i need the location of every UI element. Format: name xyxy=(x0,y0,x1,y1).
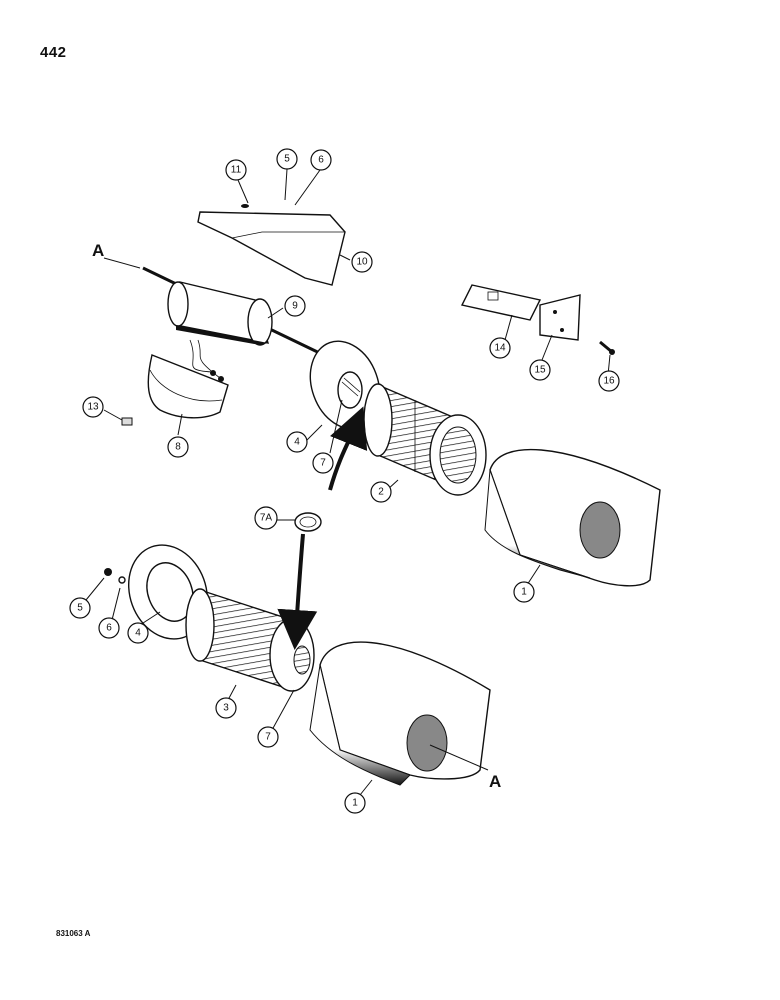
svg-text:15: 15 xyxy=(534,365,546,376)
upper-blower-wheel xyxy=(363,383,487,496)
lower-screw-washer xyxy=(104,568,126,584)
callout-14: 14 xyxy=(489,337,511,359)
lower-blower-housing xyxy=(309,641,491,786)
callout-8: 8 xyxy=(167,436,189,458)
view-marker-top: A xyxy=(92,241,141,269)
svg-text:11: 11 xyxy=(231,165,242,176)
svg-text:A: A xyxy=(489,772,501,791)
svg-text:13: 13 xyxy=(87,402,99,413)
side-bracket xyxy=(539,294,581,341)
callout-2: 2 xyxy=(370,481,392,503)
svg-text:6: 6 xyxy=(106,623,112,634)
svg-text:7: 7 xyxy=(320,458,326,469)
svg-text:1: 1 xyxy=(521,587,527,598)
callout-13: 13 xyxy=(82,396,104,418)
figure-code: 831063 A xyxy=(56,929,91,938)
callout-5-upper: 5 xyxy=(276,148,298,170)
page-number: 442 xyxy=(40,44,67,61)
svg-text:5: 5 xyxy=(284,154,290,165)
svg-text:14: 14 xyxy=(494,343,506,354)
bracket-screw xyxy=(599,340,615,355)
callout-11: 11 xyxy=(225,159,247,181)
mounting-bracket xyxy=(197,204,346,286)
svg-text:2: 2 xyxy=(378,487,384,498)
lower-blower-wheel xyxy=(185,588,315,692)
view-marker-bottom: A xyxy=(429,744,501,791)
svg-text:8: 8 xyxy=(175,442,181,453)
svg-text:A: A xyxy=(92,241,104,260)
callout-4-lower: 4 xyxy=(127,622,149,644)
svg-text:6: 6 xyxy=(318,155,324,166)
callout-6-lower: 6 xyxy=(98,617,120,639)
svg-text:7A: 7A xyxy=(260,513,273,524)
callout-1-lower: 1 xyxy=(344,792,366,814)
assembly-arrow-upper xyxy=(328,406,368,491)
motor-strap xyxy=(147,354,229,419)
callout-15: 15 xyxy=(529,359,551,381)
svg-text:9: 9 xyxy=(292,301,298,312)
callout-4-upper: 4 xyxy=(286,431,308,453)
callout-5-lower: 5 xyxy=(69,597,91,619)
resistor-plate xyxy=(460,284,542,321)
svg-text:5: 5 xyxy=(77,603,83,614)
svg-text:16: 16 xyxy=(603,376,615,387)
callout-7-upper: 7 xyxy=(312,452,334,474)
callout-1-upper: 1 xyxy=(513,581,535,603)
svg-text:10: 10 xyxy=(356,257,368,268)
assembly-arrow-lower xyxy=(277,533,318,650)
svg-text:1: 1 xyxy=(352,798,358,809)
callout-3: 3 xyxy=(215,697,237,719)
wheel-clamp xyxy=(294,512,322,532)
blower-motor xyxy=(142,266,331,382)
grommet xyxy=(121,417,133,426)
svg-text:4: 4 xyxy=(135,628,141,639)
callout-7A: 7A xyxy=(254,506,278,530)
svg-text:3: 3 xyxy=(223,703,229,714)
callout-6-upper: 6 xyxy=(310,149,332,171)
callout-16: 16 xyxy=(598,370,620,392)
callout-7-lower: 7 xyxy=(257,726,279,748)
callout-9: 9 xyxy=(284,295,306,317)
callout-10: 10 xyxy=(351,251,373,273)
svg-text:4: 4 xyxy=(294,437,300,448)
leader-lines xyxy=(85,168,611,796)
svg-text:7: 7 xyxy=(265,732,271,743)
upper-blower-housing xyxy=(484,448,661,587)
